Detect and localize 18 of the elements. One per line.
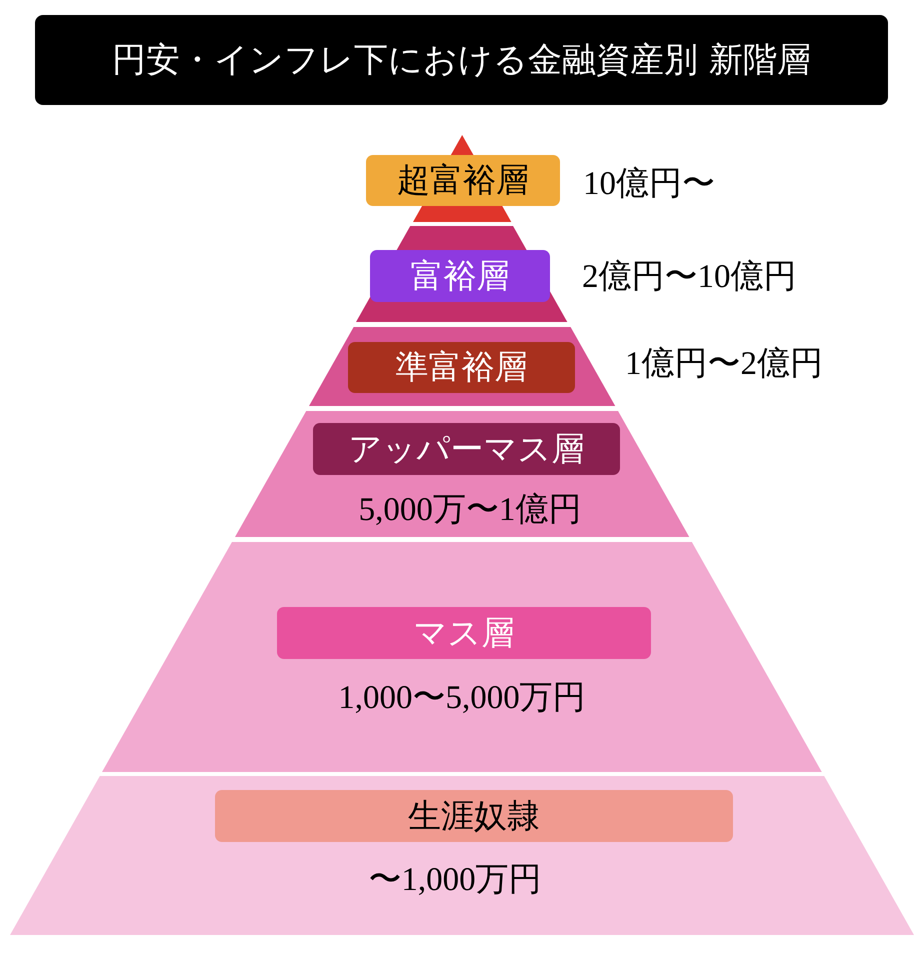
tier-label: マス層 [276, 607, 651, 659]
wealth-range: 5,000万〜1億円 [358, 494, 582, 527]
pyramid-tier [356, 226, 568, 322]
tier-label: アッパーマス層 [312, 423, 620, 475]
wealth-range: 2億円〜10億円 [582, 261, 796, 294]
title-banner: 円安・インフレ下における金融資産別 新階層 [35, 15, 888, 105]
pyramid-tier [102, 542, 822, 772]
tier-label: 富裕層 [370, 250, 550, 302]
wealth-range: 10億円〜 [583, 168, 715, 201]
pyramid-tier [308, 327, 616, 406]
wealth-range: 1,000〜5,000万円 [338, 682, 586, 715]
wealth-range: 〜1,000万円 [368, 864, 542, 897]
tier-label: 超富裕層 [366, 155, 560, 206]
wealth-range: 1億円〜2億円 [625, 348, 823, 381]
tier-label: 生涯奴隷 [215, 790, 733, 842]
pyramid-tier [10, 776, 914, 935]
tier-label: 準富裕層 [348, 342, 575, 393]
pyramid-tier [234, 411, 690, 537]
